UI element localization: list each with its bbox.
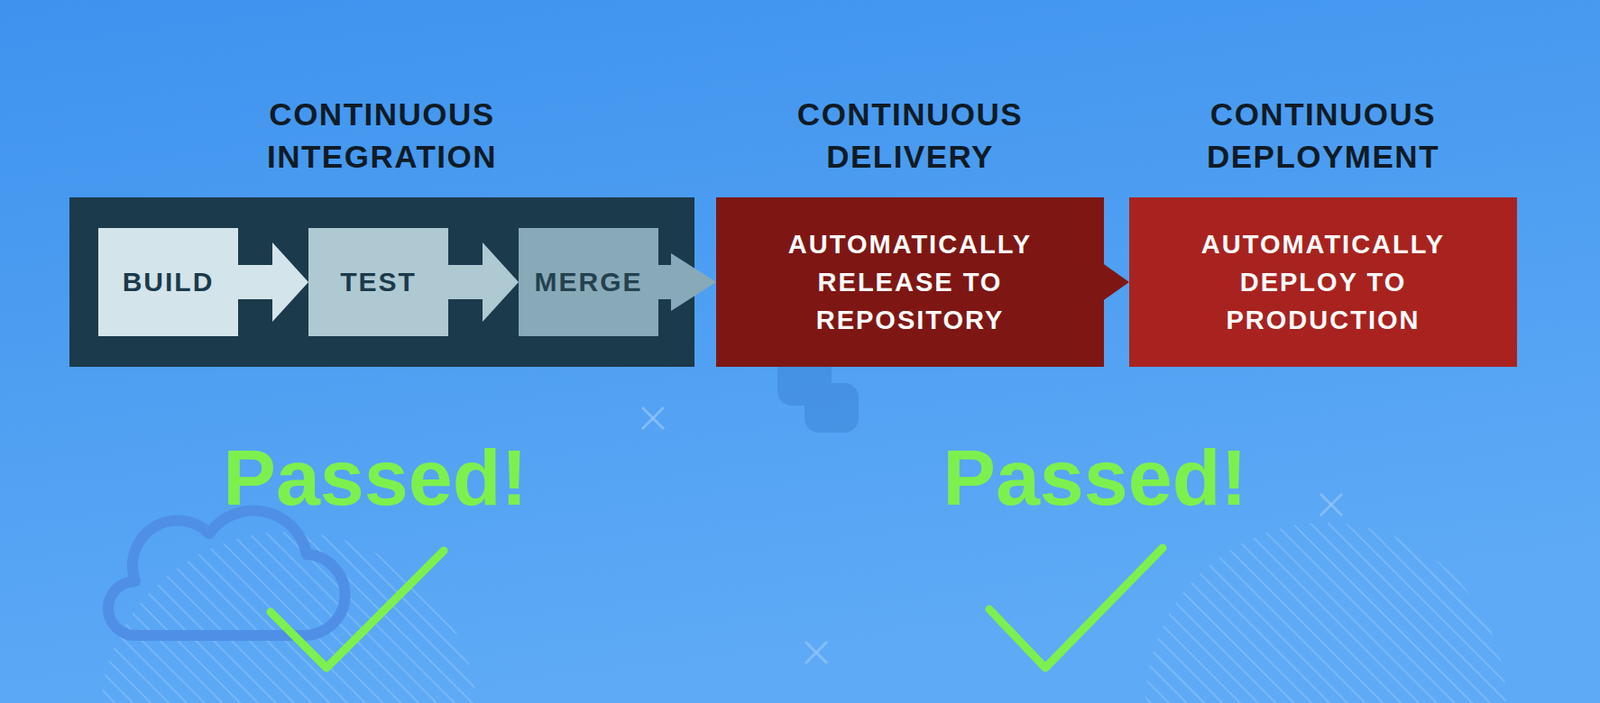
box-label: AUTOMATICALLY DEPLOY TO PRODUCTION: [1169, 225, 1477, 340]
stage-box: CONTINUOUS DELIVERYAUTOMATICALLY RELEASE…: [716, 197, 1104, 368]
box-label: TEST: [340, 266, 417, 299]
stage-heading: CONTINUOUS DELIVERY: [738, 92, 1082, 179]
box-label: MERGE: [533, 266, 643, 299]
stage-heading: CONTINUOUS INTEGRATION: [211, 92, 554, 179]
flow-arrow: [658, 253, 717, 312]
flow-arrow: [448, 242, 519, 322]
process-box: BUILD: [98, 228, 239, 337]
flow-arrow: [238, 242, 309, 322]
process-box: TEST: [308, 228, 449, 337]
status-label: Passed!: [222, 434, 528, 523]
hatch-circle: [1145, 523, 1507, 703]
python-icon: [777, 356, 859, 433]
status-label: Passed!: [942, 434, 1248, 523]
box-label: AUTOMATICALLY RELEASE TO REPOSITORY: [756, 225, 1064, 340]
hatch-circle: [99, 532, 479, 703]
checkmark: [989, 548, 1163, 669]
cloud-icon: [108, 510, 346, 636]
flow-arrow: [1085, 251, 1130, 313]
stage-panel: CONTINUOUS INTEGRATIONBUILDTESTMERGE: [69, 197, 695, 368]
process-box: MERGE: [518, 228, 659, 337]
x-mark: [642, 407, 1343, 664]
checkmark: [270, 551, 444, 669]
box-label: BUILD: [122, 266, 215, 299]
stage-box: CONTINUOUS DEPLOYMENTAUTOMATICALLY DEPLO…: [1129, 197, 1518, 368]
stage-heading: CONTINUOUS DEPLOYMENT: [1151, 92, 1495, 179]
